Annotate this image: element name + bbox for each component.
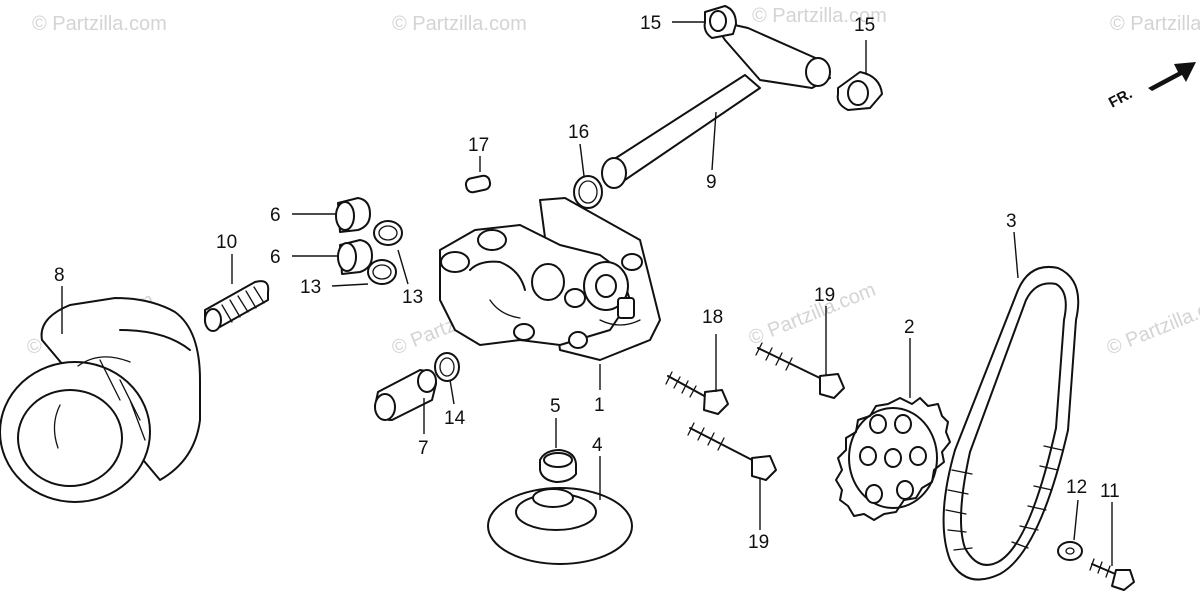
callout-14: 14 [444, 408, 466, 429]
callout-11: 11 [1100, 481, 1120, 502]
part-oil-pipe-joint [203, 280, 270, 332]
callout-labels: 6 6 13 13 10 8 17 16 9 15 15 1 7 14 5 4 … [54, 13, 1120, 553]
callout-15: 15 [854, 15, 875, 36]
callout-6: 6 [270, 247, 281, 268]
watermark: © Partzilla.com [1104, 289, 1200, 360]
watermark: © Partzilla.com [32, 13, 167, 35]
part-pipe-o-ring [573, 175, 603, 209]
leader-lines [61, 21, 1113, 566]
callout-12: 12 [1066, 477, 1087, 498]
part-o-ring-small [434, 352, 460, 382]
callout-15: 15 [640, 13, 661, 34]
callout-19: 19 [814, 285, 835, 306]
part-pipe-caps [703, 5, 883, 111]
callout-2: 2 [904, 317, 915, 338]
part-bolt-18 [665, 371, 729, 415]
callout-4: 4 [592, 435, 603, 456]
part-o-rings [367, 220, 403, 285]
part-oil-pipe [601, 19, 831, 189]
part-oil-pump-driven-sprocket [835, 397, 951, 521]
callout-9: 9 [706, 172, 717, 193]
callout-7: 7 [418, 438, 429, 459]
callout-10: 10 [216, 232, 237, 253]
part-dowel-collars [335, 197, 373, 275]
callout-13: 13 [300, 277, 321, 298]
callout-16: 16 [568, 122, 589, 143]
callout-13: 13 [402, 287, 423, 308]
watermark: © Partzilla.com [752, 5, 887, 27]
front-label: FR. [1106, 85, 1135, 111]
callout-19: 19 [748, 532, 769, 553]
part-dowel-pin [464, 174, 492, 194]
part-oil-strainer [487, 487, 633, 565]
callout-5: 5 [550, 396, 561, 417]
front-arrow-icon [1148, 62, 1196, 91]
part-washer [1057, 541, 1083, 561]
part-oil-filter [0, 297, 201, 503]
callout-8: 8 [54, 265, 65, 286]
part-joint-collar [374, 369, 437, 421]
part-oil-pump-drive-chain [942, 266, 1080, 581]
part-bolt-19-lower [687, 422, 777, 481]
part-strainer-seal [539, 449, 577, 483]
callout-6: 6 [270, 205, 281, 226]
callout-18: 18 [702, 307, 723, 328]
callout-1: 1 [594, 395, 605, 416]
watermark: © Partzilla.com [392, 13, 527, 35]
front-direction-indicator: FR. [1106, 62, 1196, 112]
callout-17: 17 [468, 135, 489, 156]
watermark: © Partzilla.com [1110, 13, 1200, 35]
part-oil-pump-assembly [439, 197, 661, 361]
watermark: © Partzilla.com [746, 279, 879, 350]
part-flange-bolt [1089, 558, 1135, 591]
part-bolt-19-upper [755, 342, 845, 399]
callout-3: 3 [1006, 211, 1017, 232]
